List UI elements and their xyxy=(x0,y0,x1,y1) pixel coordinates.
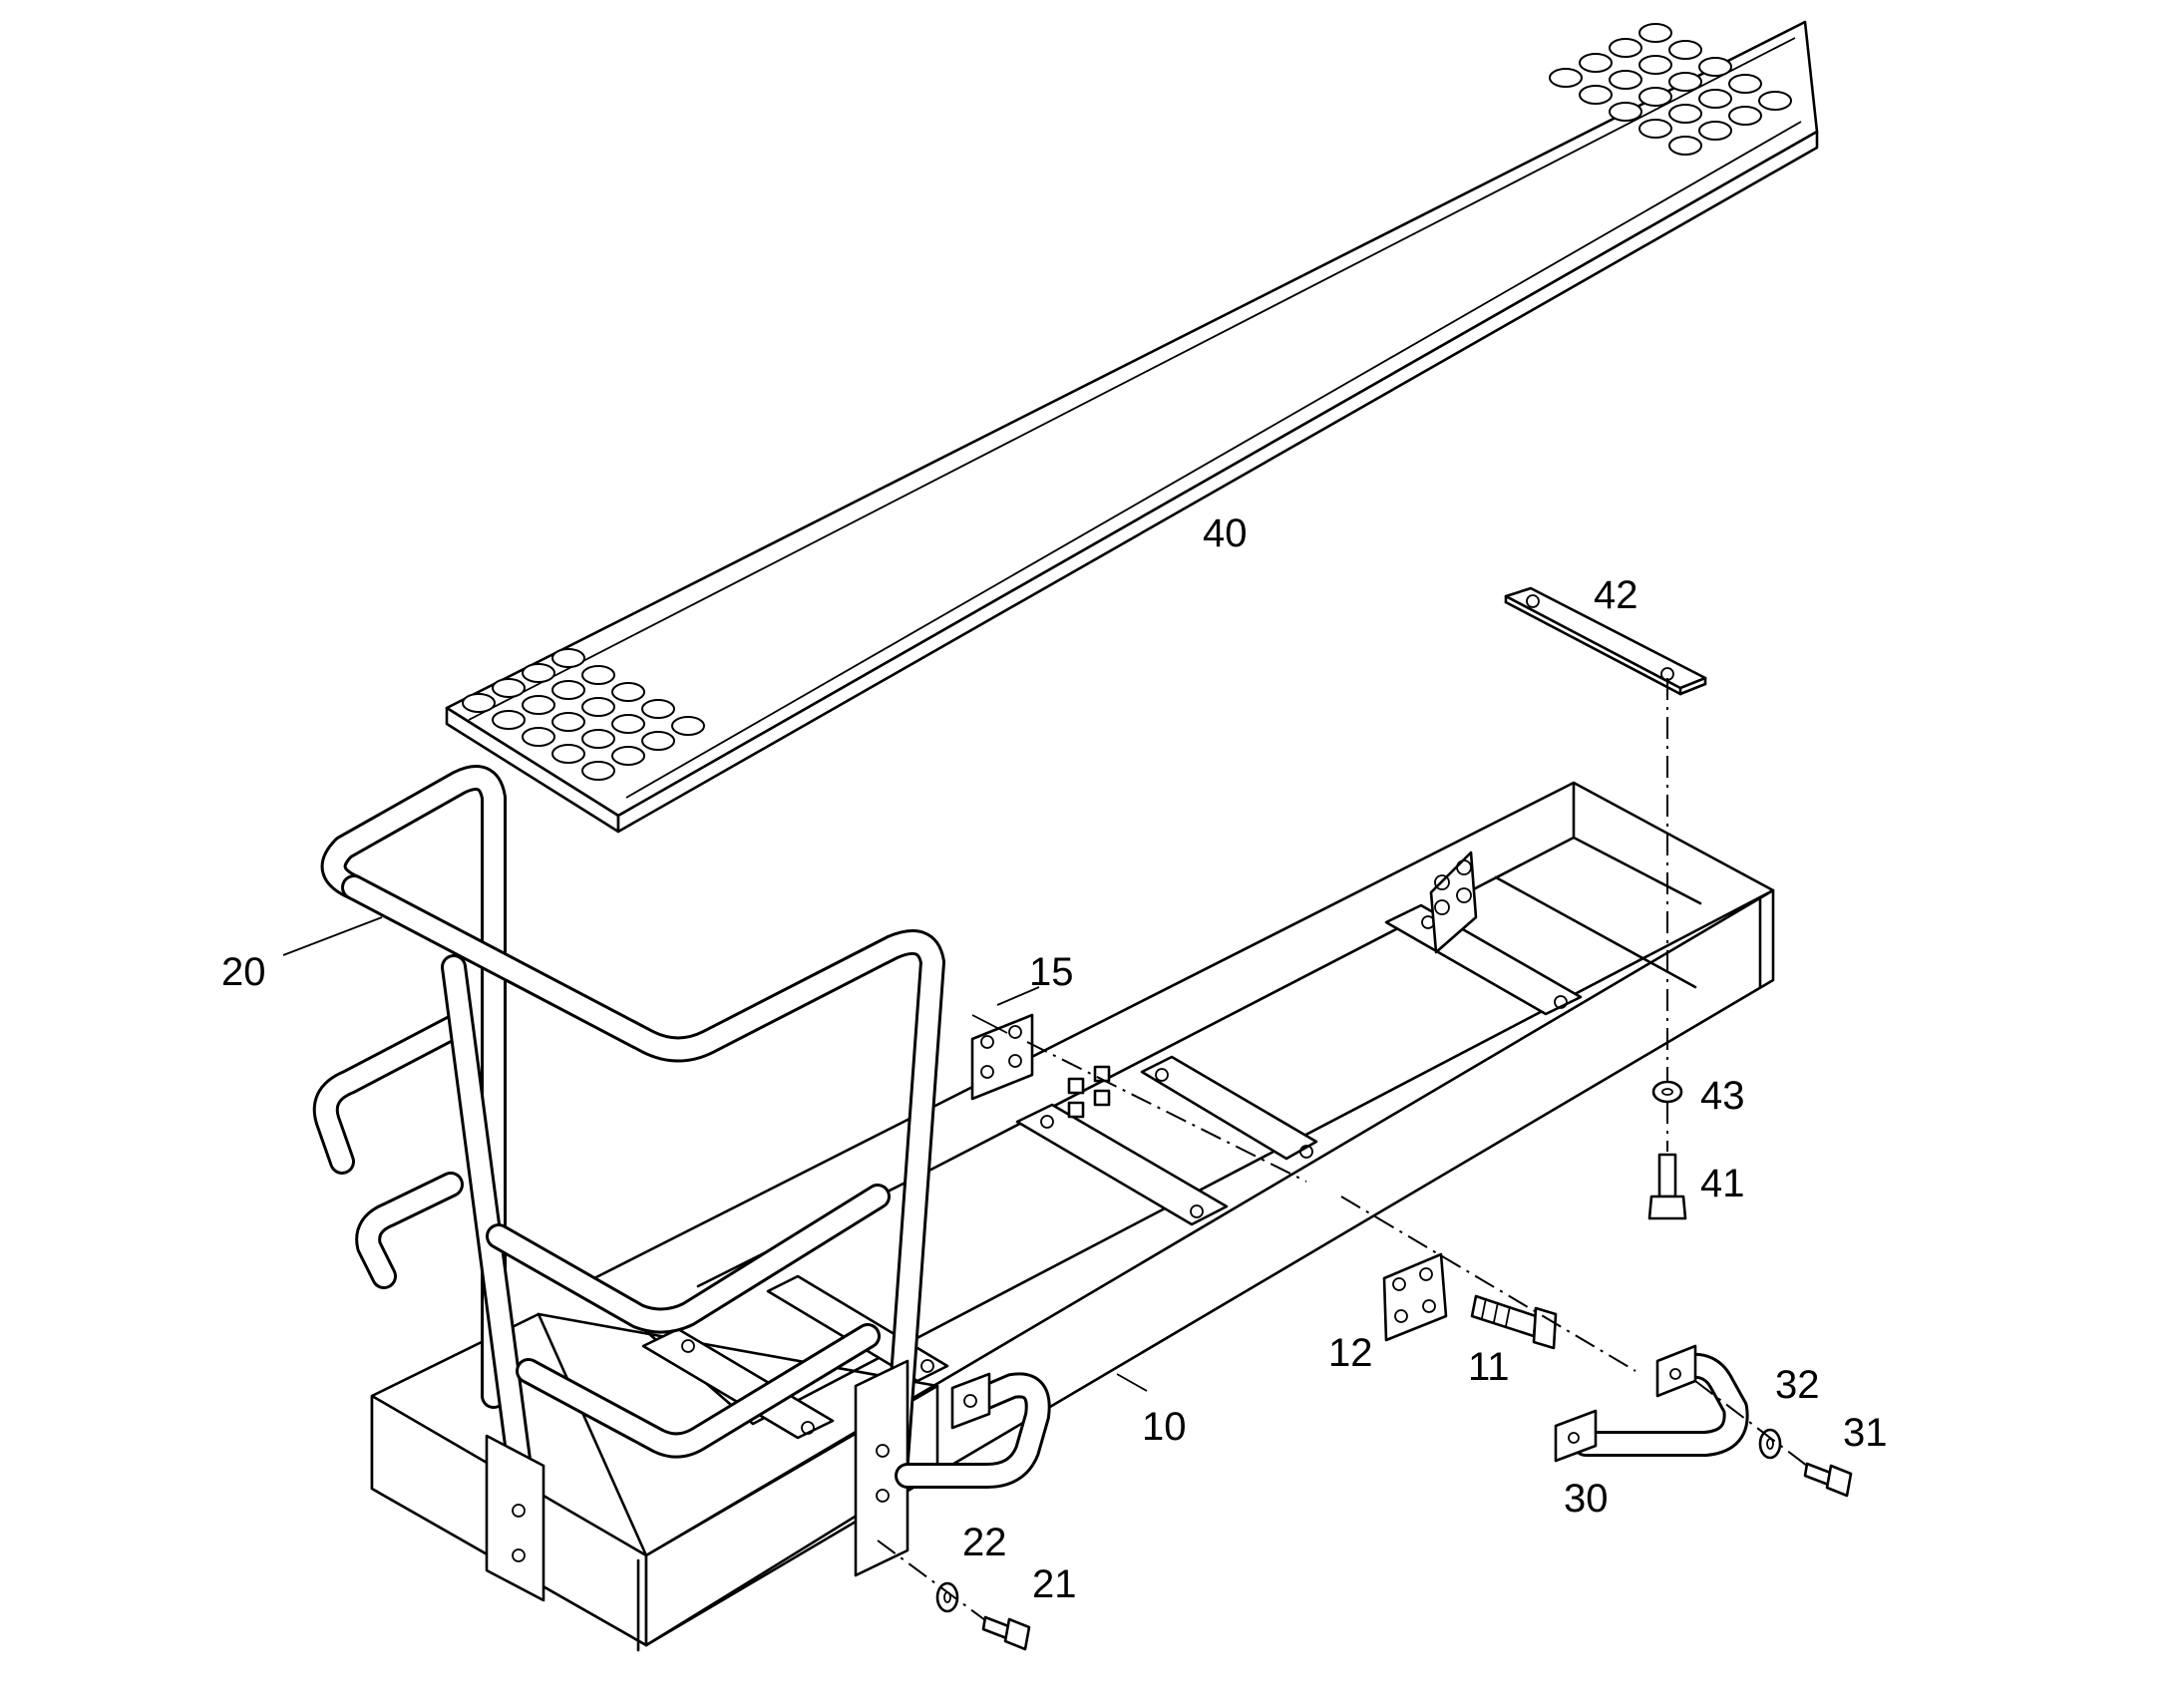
tread-pattern-far xyxy=(1549,23,1792,156)
callout-labels: 40 42 20 15 43 41 12 11 10 32 31 30 22 2… xyxy=(221,512,1888,1606)
callout-20: 20 xyxy=(221,950,266,994)
tread-pattern-near xyxy=(462,648,705,781)
part-12-plate xyxy=(1382,1252,1448,1342)
callout-31: 31 xyxy=(1843,1411,1888,1455)
part-31-bolt xyxy=(1803,1462,1853,1498)
callout-30: 30 xyxy=(1564,1477,1609,1521)
callout-11: 11 xyxy=(1468,1345,1510,1389)
part-41-strap xyxy=(1504,586,1707,696)
leader-lines xyxy=(282,916,1148,1392)
frame-mount-holes xyxy=(1067,851,1478,1119)
part-20-handrail xyxy=(312,765,945,1602)
part-43-washer xyxy=(1651,1080,1683,1104)
callout-43: 43 xyxy=(1700,1074,1745,1118)
callout-21: 21 xyxy=(1032,1562,1077,1606)
part-21-bolt xyxy=(981,1615,1031,1651)
callout-32: 32 xyxy=(1775,1363,1820,1407)
part-30-grab-handle xyxy=(895,1344,1749,1489)
assembly-center-lines xyxy=(877,678,1808,1621)
part-32-washer xyxy=(1758,1428,1782,1460)
part-11-bolt xyxy=(1470,1294,1558,1350)
part-42-bolt xyxy=(1647,1153,1687,1220)
callout-42: 41 xyxy=(1700,1162,1745,1205)
callout-40: 40 xyxy=(1203,512,1248,555)
callout-12: 12 xyxy=(1328,1331,1373,1375)
callout-41: 42 xyxy=(1594,573,1638,617)
part-40-step-plank xyxy=(445,20,1819,834)
part-22-washer xyxy=(935,1581,959,1613)
callout-15: 15 xyxy=(1029,950,1074,994)
part-15-clamp-plate xyxy=(970,1013,1034,1101)
callout-22: 22 xyxy=(962,1521,1007,1564)
callout-10: 10 xyxy=(1142,1405,1187,1449)
